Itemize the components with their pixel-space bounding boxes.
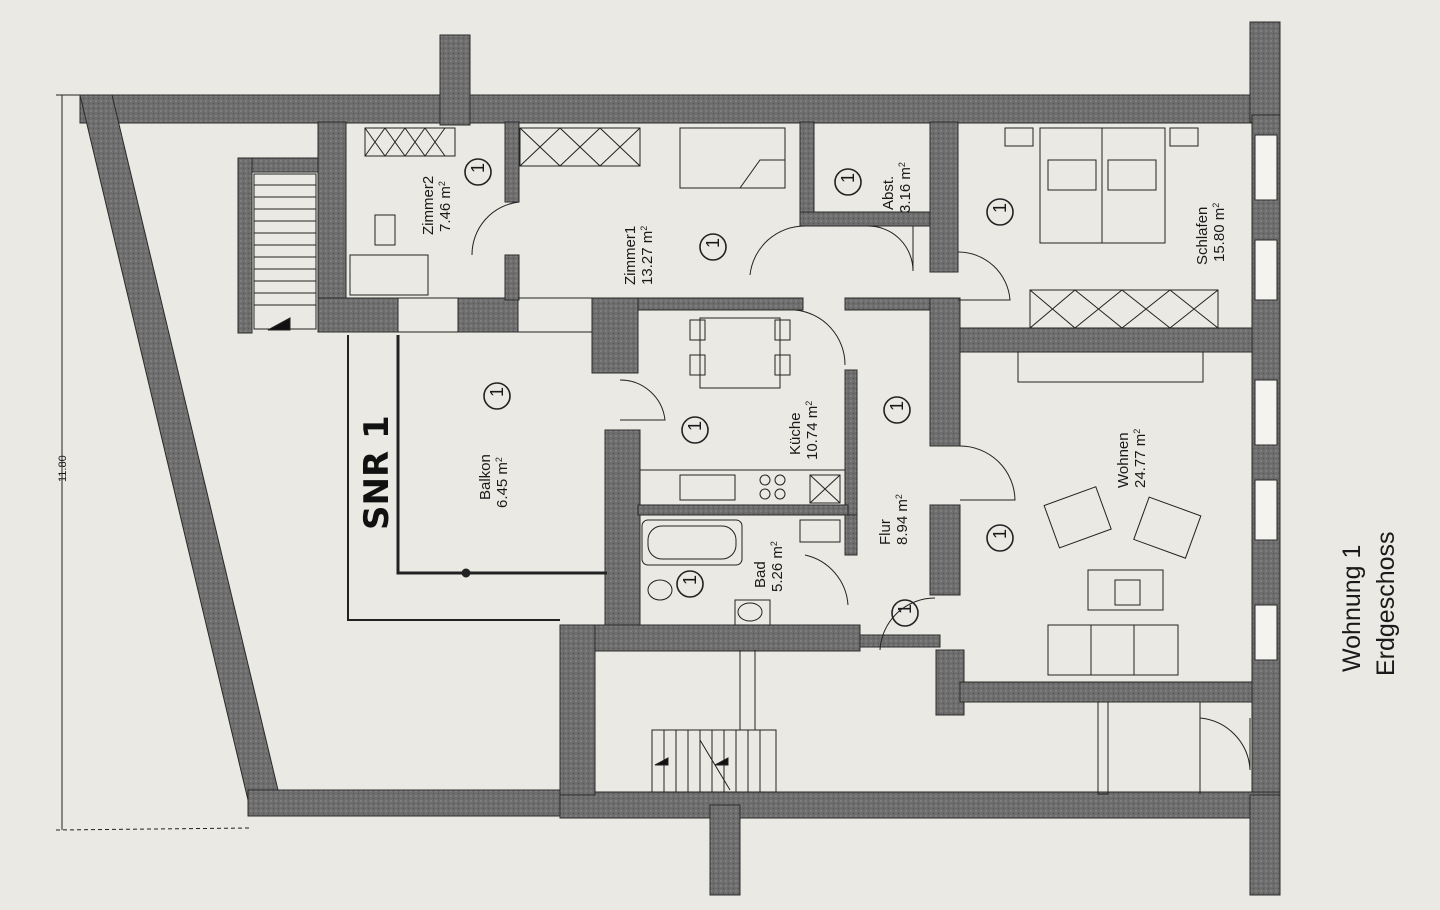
- unit-marker: 1: [699, 233, 727, 261]
- room-balkon: Balkon 6.45 m2: [477, 454, 511, 508]
- svg-text:6.45 m2: 6.45 m2: [494, 457, 511, 508]
- svg-text:1: 1: [487, 387, 507, 397]
- windows: [1254, 134, 1278, 661]
- unit-marker: 1: [891, 599, 919, 627]
- unit-marker: 1: [681, 416, 709, 444]
- walls: [79, 21, 1281, 896]
- svg-text:Balkon: Balkon: [477, 454, 494, 500]
- title-line1: Wohnung 1: [1338, 545, 1366, 672]
- svg-text:Zimmer2: Zimmer2: [420, 176, 437, 235]
- stairs-top: [253, 173, 317, 331]
- svg-text:Wohnen: Wohnen: [1115, 432, 1132, 488]
- svg-text:1: 1: [990, 529, 1010, 539]
- svg-text:Flur: Flur: [877, 519, 894, 545]
- room-zimmer2: Zimmer2 7.46 m2: [420, 176, 454, 235]
- unit-marker: 1: [986, 524, 1014, 552]
- room-kueche: Küche 10.74 m2: [787, 401, 821, 460]
- svg-text:Küche: Küche: [787, 412, 804, 455]
- svg-text:24.77 m2: 24.77 m2: [1132, 429, 1149, 488]
- unit-marker: 1: [834, 168, 862, 196]
- svg-text:Abst.: Abst.: [880, 176, 897, 210]
- unit-marker: 1: [883, 396, 911, 424]
- unit-marker: 1: [483, 382, 511, 410]
- room-wohnen: Wohnen 24.77 m2: [1115, 429, 1149, 488]
- room-zimmer1: Zimmer1 13.27 m2: [622, 226, 656, 285]
- texts: 11.80 SNR 1 Wohnung 1 Erdgeschoss Zimmer…: [57, 158, 1400, 676]
- svg-text:3.16 m2: 3.16 m2: [897, 162, 914, 213]
- unit-marker: 1: [464, 158, 492, 186]
- room-flur: Flur 8.94 m2: [877, 494, 911, 545]
- svg-text:5.26 m2: 5.26 m2: [769, 541, 786, 592]
- room-abst: Abst. 3.16 m2: [880, 162, 914, 213]
- handwritten-label: SNR 1: [357, 415, 397, 530]
- unit-marker: 1: [676, 570, 704, 598]
- furniture: [55, 94, 1251, 831]
- svg-text:1: 1: [468, 163, 488, 173]
- svg-text:1: 1: [887, 401, 907, 411]
- svg-text:1: 1: [895, 604, 915, 614]
- title-line2: Erdgeschoss: [1372, 531, 1400, 676]
- unit-marker: 1: [986, 198, 1014, 226]
- room-bad: Bad 5.26 m2: [752, 541, 786, 592]
- svg-text:15.80 m2: 15.80 m2: [1211, 203, 1228, 262]
- svg-text:13.27 m2: 13.27 m2: [639, 226, 656, 285]
- svg-text:1: 1: [685, 421, 705, 431]
- svg-text:Schlafen: Schlafen: [1194, 207, 1211, 265]
- svg-text:1: 1: [838, 173, 858, 183]
- svg-text:7.46 m2: 7.46 m2: [437, 181, 454, 232]
- svg-text:Zimmer1: Zimmer1: [622, 226, 639, 285]
- dimension-label: 11.80: [57, 455, 69, 482]
- room-schlafen: Schlafen 15.80 m2: [1194, 203, 1228, 265]
- svg-text:1: 1: [990, 203, 1010, 213]
- svg-text:Bad: Bad: [752, 561, 769, 588]
- stairs-bottom: [651, 650, 777, 793]
- svg-text:1: 1: [680, 575, 700, 585]
- svg-text:1: 1: [703, 238, 723, 248]
- svg-text:8.94 m2: 8.94 m2: [894, 494, 911, 545]
- svg-text:10.74 m2: 10.74 m2: [804, 401, 821, 460]
